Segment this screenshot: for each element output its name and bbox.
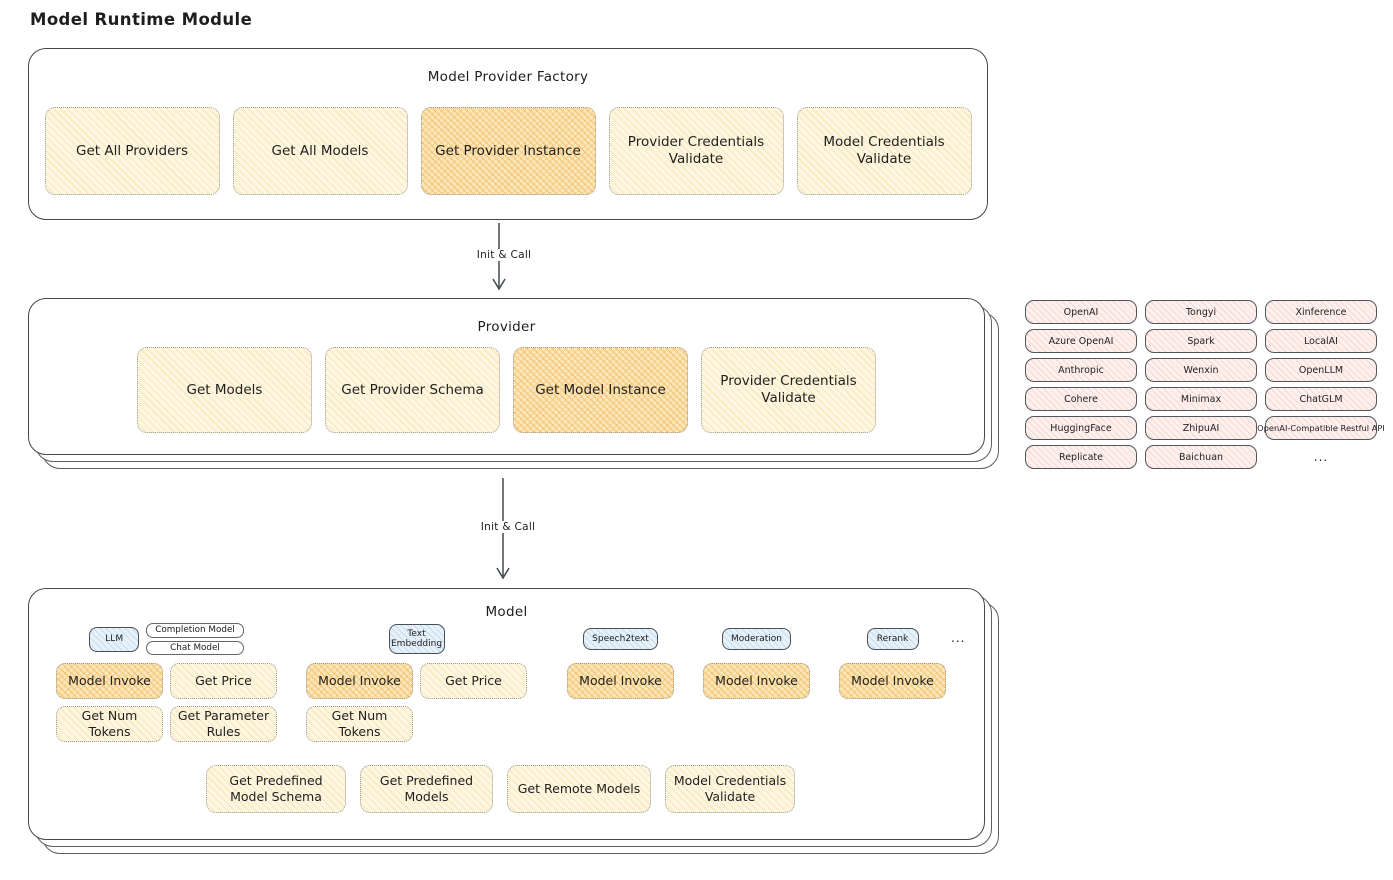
- node-te-model-invoke: Model Invoke: [306, 663, 413, 699]
- node-te-get-num-tokens: Get Num Tokens: [306, 706, 413, 742]
- provider-xinference: Xinference: [1265, 300, 1377, 324]
- tag-rerank: Rerank: [866, 628, 919, 650]
- llm-tag-row: LLM Completion Model Chat Model: [56, 623, 277, 655]
- provider-chatglm: ChatGLM: [1265, 387, 1377, 411]
- node-model-credentials-validate-2: Model Credentials Validate: [665, 765, 795, 813]
- tag-text-embedding: Text Embedding: [388, 624, 445, 654]
- tag-speech2text: Speech2text: [583, 628, 658, 650]
- node-te-get-price: Get Price: [420, 663, 527, 699]
- node-provider-credentials-validate: Provider Credentials Validate: [608, 107, 784, 195]
- node-llm-get-num-tokens: Get Num Tokens: [56, 706, 163, 742]
- rerank-button-row: Model Invoke: [839, 663, 946, 699]
- node-get-predefined-model-schema: Get Predefined Model Schema: [206, 765, 346, 813]
- model-header: Model: [485, 604, 528, 620]
- model-group-llm: LLM Completion Model Chat Model Model In…: [56, 623, 277, 749]
- provider-replicate: Replicate: [1025, 445, 1137, 469]
- provider-baichuan: Baichuan: [1145, 445, 1257, 469]
- provider-list-ellipsis: ...: [1313, 450, 1329, 464]
- model-types-ellipsis: ...: [951, 631, 966, 645]
- speech2text-tag-row: Speech2text: [567, 623, 674, 655]
- model-group-speech2text: Speech2text Model Invoke: [567, 623, 674, 706]
- provider-minimax: Minimax: [1145, 387, 1257, 411]
- model-bottom-row: Get Predefined Model Schema Get Predefin…: [206, 765, 795, 813]
- node-model-credentials-validate: Model Credentials Validate: [796, 107, 972, 195]
- tag-chat-model: Chat Model: [146, 640, 244, 655]
- factory-button-row: Get All Providers Get All Models Get Pro…: [29, 107, 987, 195]
- tag-moderation: Moderation: [722, 628, 791, 650]
- provider-cohere: Cohere: [1025, 387, 1137, 411]
- node-get-provider-schema: Get Provider Schema: [325, 347, 500, 433]
- node-get-remote-models: Get Remote Models: [507, 765, 651, 813]
- moderation-button-row: Model Invoke: [703, 663, 810, 699]
- text-embedding-button-row-2: Get Num Tokens: [306, 706, 527, 742]
- node-get-all-providers: Get All Providers: [44, 107, 220, 195]
- model-group-moderation: Moderation Model Invoke: [703, 623, 810, 706]
- node-get-models: Get Models: [137, 347, 312, 433]
- node-provider-credentials-validate-2: Provider Credentials Validate: [701, 347, 876, 433]
- node-llm-get-parameter-rules: Get Parameter Rules: [170, 706, 277, 742]
- speech2text-button-row: Model Invoke: [567, 663, 674, 699]
- provider-tongyi: Tongyi: [1145, 300, 1257, 324]
- node-get-all-models: Get All Models: [232, 107, 408, 195]
- node-get-provider-instance: Get Provider Instance: [420, 107, 596, 195]
- node-get-predefined-models: Get Predefined Models: [360, 765, 493, 813]
- init-call-label-1: Init & Call: [459, 249, 549, 261]
- node-llm-get-price: Get Price: [170, 663, 277, 699]
- provider-openllm: OpenLLM: [1265, 358, 1377, 382]
- provider-button-row: Get Models Get Provider Schema Get Model…: [29, 347, 984, 433]
- provider-wenxin: Wenxin: [1145, 358, 1257, 382]
- provider-box: Provider Get Models Get Provider Schema …: [28, 298, 985, 455]
- node-s2t-model-invoke: Model Invoke: [567, 663, 674, 699]
- moderation-tag-row: Moderation: [703, 623, 810, 655]
- model-box: Model ... LLM Completion Model Chat Mode…: [28, 588, 985, 840]
- tag-llm: LLM: [89, 626, 140, 652]
- rerank-tag-row: Rerank: [839, 623, 946, 655]
- node-rerank-model-invoke: Model Invoke: [839, 663, 946, 699]
- llm-subtags: Completion Model Chat Model: [146, 623, 244, 655]
- provider-huggingface: HuggingFace: [1025, 416, 1137, 440]
- node-get-model-instance: Get Model Instance: [513, 347, 688, 433]
- provider-localai: LocalAI: [1265, 329, 1377, 353]
- provider-zhipuai: ZhipuAI: [1145, 416, 1257, 440]
- provider-header: Provider: [477, 319, 536, 335]
- page-title: Model Runtime Module: [30, 10, 253, 29]
- provider-spark: Spark: [1145, 329, 1257, 353]
- llm-button-row-1: Model Invoke Get Price: [56, 663, 277, 699]
- model-provider-factory-box: Model Provider Factory Get All Providers…: [28, 48, 988, 220]
- init-call-label-2: Init & Call: [463, 521, 553, 533]
- tag-completion-model: Completion Model: [146, 623, 244, 638]
- provider-openai-compatible: OpenAI-Compatible Restful API: [1257, 416, 1385, 440]
- provider-anthropic: Anthropic: [1025, 358, 1137, 382]
- provider-openai: OpenAI: [1025, 300, 1137, 324]
- model-group-text-embedding: Text Embedding Model Invoke Get Price Ge…: [306, 623, 527, 749]
- text-embedding-button-row-1: Model Invoke Get Price: [306, 663, 527, 699]
- llm-button-row-2: Get Num Tokens Get Parameter Rules: [56, 706, 277, 742]
- provider-list-grid: OpenAI Tongyi Xinference Azure OpenAI Sp…: [1025, 300, 1385, 469]
- node-llm-model-invoke: Model Invoke: [56, 663, 163, 699]
- factory-header: Model Provider Factory: [427, 69, 589, 85]
- node-moderation-model-invoke: Model Invoke: [703, 663, 810, 699]
- provider-azure-openai: Azure OpenAI: [1025, 329, 1137, 353]
- model-group-rerank: Rerank Model Invoke: [839, 623, 946, 706]
- text-embedding-tag-row: Text Embedding: [306, 623, 527, 655]
